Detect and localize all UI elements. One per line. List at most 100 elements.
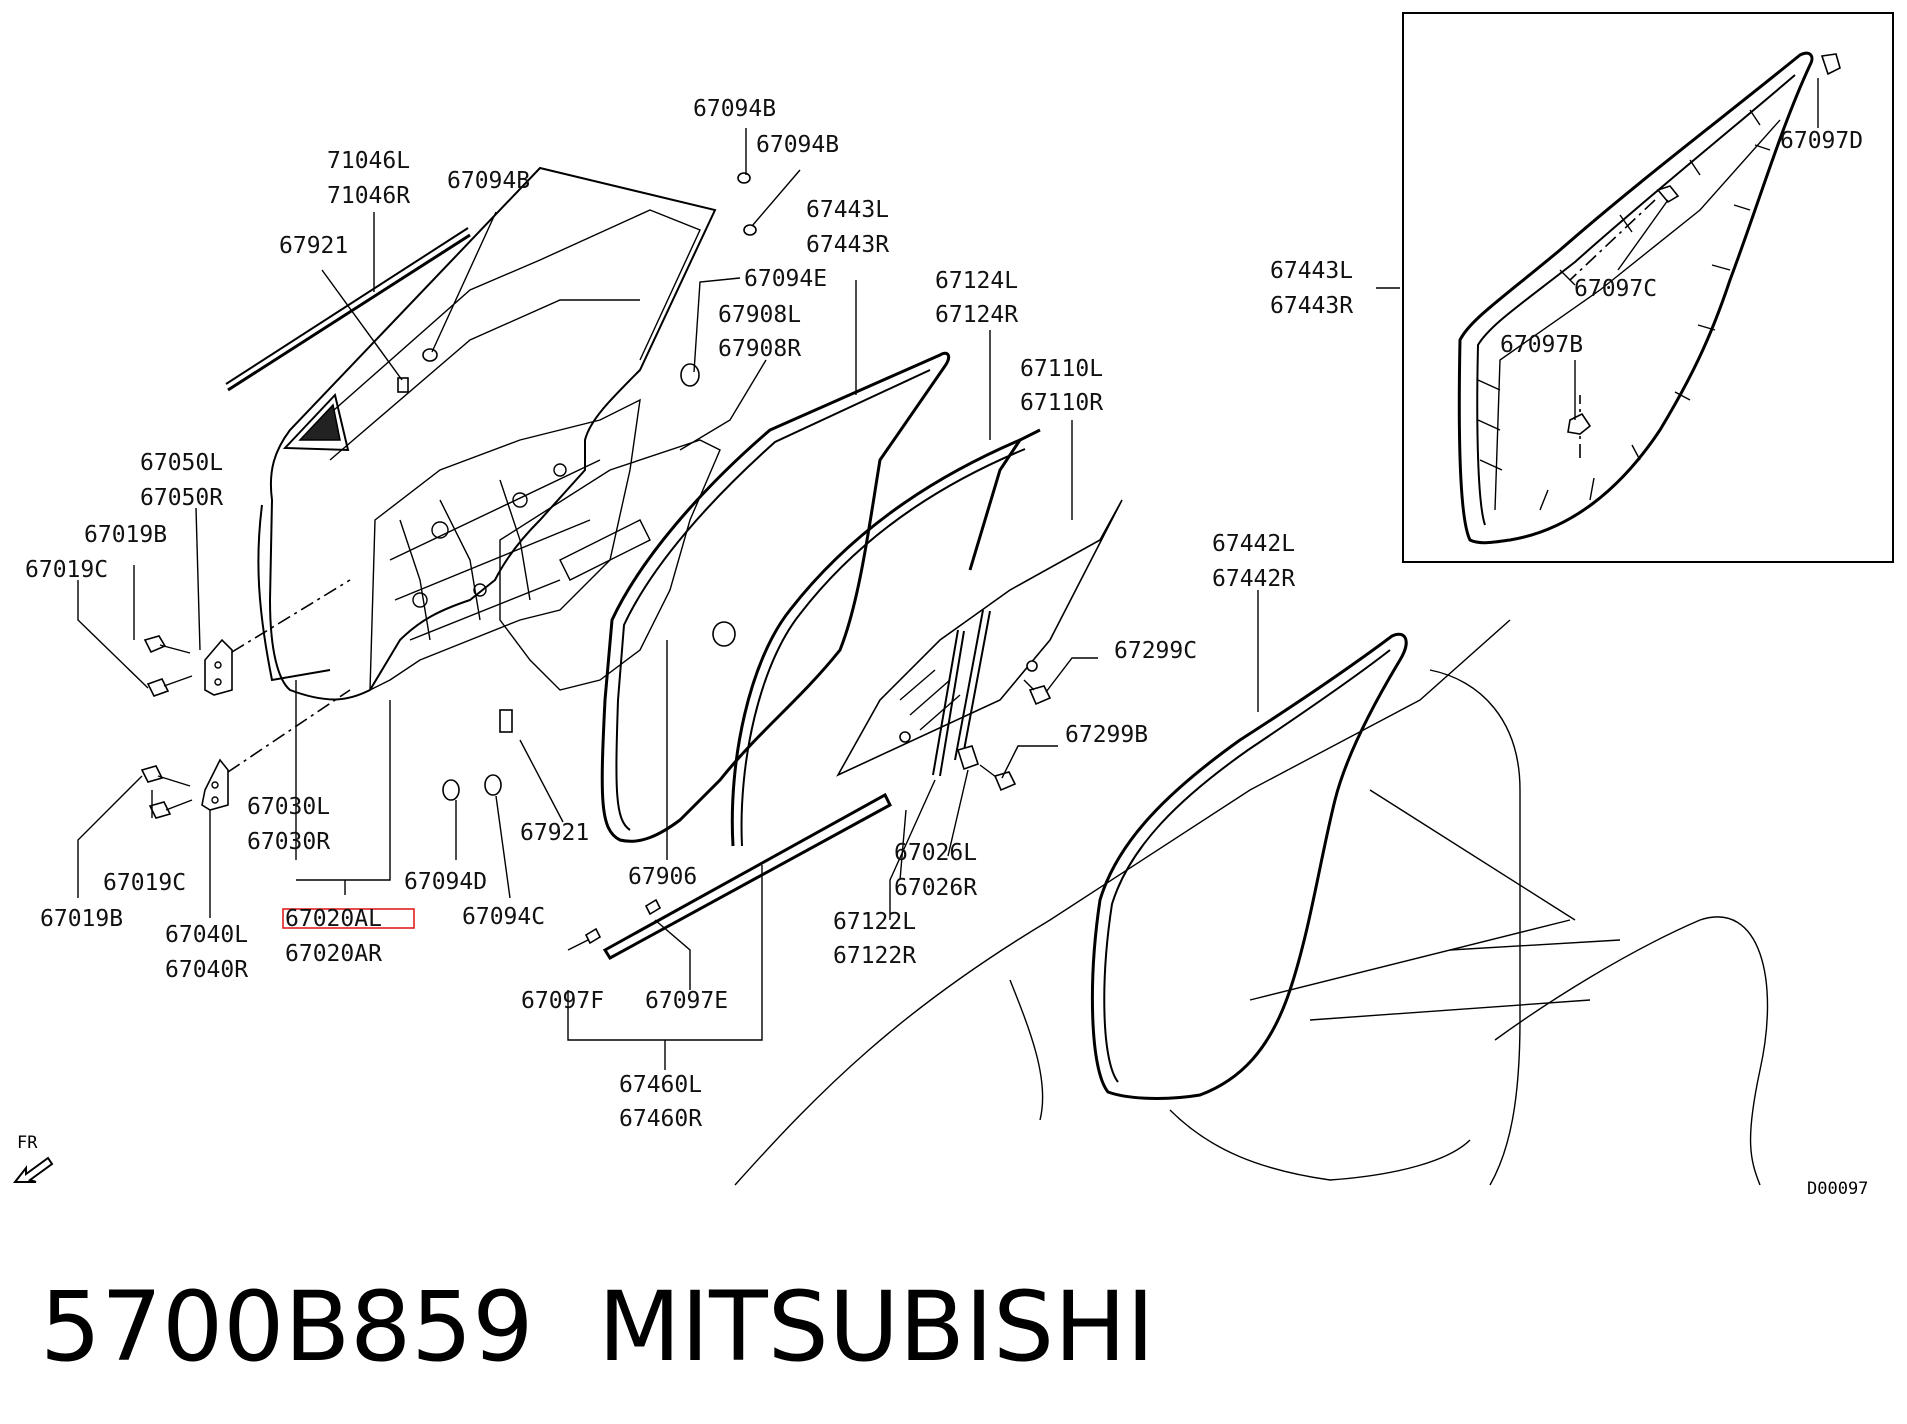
label-67019B-b: 67019B bbox=[40, 906, 123, 932]
clip-67094B-a bbox=[737, 172, 751, 184]
inset-seal-inner-2 bbox=[1494, 119, 1781, 511]
label-67908R: 67908R bbox=[718, 336, 801, 362]
regulator-rail-67122 bbox=[932, 629, 965, 777]
label-67122L: 67122L bbox=[833, 909, 916, 935]
label-67460L: 67460L bbox=[619, 1072, 702, 1098]
label-67124L: 67124L bbox=[935, 268, 1018, 294]
label-67020AL: 67020AL bbox=[285, 906, 382, 932]
channel-67124 bbox=[730, 438, 1021, 847]
inset-clip-67097D bbox=[1820, 53, 1841, 76]
inner-panel-detail-2 bbox=[389, 459, 601, 641]
door-glass-67110 bbox=[836, 499, 1123, 777]
highlight-box-67020AL bbox=[282, 908, 415, 929]
bolt-67019C-lower bbox=[148, 799, 193, 819]
label-67019C-a: 67019C bbox=[25, 557, 108, 583]
hinge-axis-upper bbox=[231, 579, 351, 653]
inset-clip-67097B bbox=[1567, 412, 1592, 435]
label-67030L: 67030L bbox=[247, 794, 330, 820]
inner-panel-detail-1 bbox=[399, 479, 531, 641]
inset-seal-inner bbox=[1476, 74, 1796, 526]
door-skin-edge bbox=[257, 504, 331, 682]
bolt-67019B-upper bbox=[143, 635, 191, 654]
clip-67097F bbox=[584, 927, 602, 945]
pad-67921-top bbox=[397, 377, 409, 393]
body-seal-67442 bbox=[1090, 632, 1408, 1100]
label-67921-b: 67921 bbox=[520, 820, 589, 846]
label-67019B-a: 67019B bbox=[84, 522, 167, 548]
label-67094B-a: 67094B bbox=[693, 96, 776, 122]
belt-molding-71046 bbox=[227, 233, 471, 392]
part-labels: 67094B 67094B 71046L 71046R 67094B 67921… bbox=[25, 96, 1863, 1132]
glass-bolt-hole-1 bbox=[1026, 660, 1038, 672]
label-67442R: 67442R bbox=[1212, 566, 1295, 592]
glass-run-67443-inner bbox=[615, 369, 931, 831]
door-assembly-drawing bbox=[140, 166, 1769, 1186]
clip-67097E bbox=[644, 898, 662, 916]
label-67443R-b: 67443R bbox=[1270, 293, 1353, 319]
panel-hole-4 bbox=[553, 463, 567, 477]
label-67097D: 67097D bbox=[1780, 128, 1863, 154]
window-frame-inner bbox=[299, 209, 701, 441]
rear-channel bbox=[968, 428, 1041, 571]
regulator-bracket bbox=[956, 745, 980, 771]
body-seal-67442-inner bbox=[1103, 649, 1391, 1083]
glass-bolt-hole-2 bbox=[899, 731, 911, 743]
upper-hinge-67050 bbox=[204, 638, 233, 696]
hinge-axis-lower bbox=[227, 689, 351, 773]
bolt-67019B-lower bbox=[140, 765, 191, 787]
front-arrow-icon bbox=[12, 1156, 54, 1183]
clip-67094E bbox=[680, 363, 700, 387]
label-67443L-a: 67443L bbox=[806, 197, 889, 223]
label-67040L: 67040L bbox=[165, 922, 248, 948]
glass-run-67443 bbox=[600, 351, 951, 843]
brand-name: MITSUBISHI bbox=[598, 1271, 1155, 1383]
inset-frame bbox=[1402, 12, 1894, 563]
window-frame-lower bbox=[329, 299, 640, 461]
trim-panel bbox=[499, 439, 721, 691]
label-67094D: 67094D bbox=[404, 869, 487, 895]
label-67443L-b: 67443L bbox=[1270, 258, 1353, 284]
label-67019C-b: 67019C bbox=[103, 870, 186, 896]
label-67020AR: 67020AR bbox=[285, 941, 382, 967]
inner-panel bbox=[369, 398, 641, 692]
label-67097B: 67097B bbox=[1500, 332, 1583, 358]
label-67094C: 67094C bbox=[462, 904, 545, 930]
panel-hole-2 bbox=[512, 492, 528, 508]
label-67097C: 67097C bbox=[1574, 276, 1657, 302]
diagram-code: D00097 bbox=[1807, 1179, 1868, 1199]
clip-67094C bbox=[484, 774, 502, 796]
leader-lines bbox=[77, 78, 1819, 1070]
car-body-outline bbox=[734, 619, 1511, 1186]
clip-67094B-c bbox=[422, 348, 438, 362]
front-direction-label: FR bbox=[17, 1133, 38, 1153]
label-67124R: 67124R bbox=[935, 302, 1018, 328]
label-67908L: 67908L bbox=[718, 302, 801, 328]
bolt-67299B bbox=[979, 764, 1017, 792]
bolt-67019C-upper bbox=[146, 675, 193, 697]
trim-panel-handle bbox=[559, 519, 651, 581]
label-67094B-b: 67094B bbox=[756, 132, 839, 158]
label-67122R: 67122R bbox=[833, 943, 916, 969]
lower-hinge-67040 bbox=[201, 758, 229, 811]
inset-detail-box bbox=[1402, 12, 1894, 563]
label-71046L: 71046L bbox=[327, 148, 410, 174]
car-body-line bbox=[1009, 979, 1471, 1181]
label-67094E: 67094E bbox=[744, 266, 827, 292]
label-67443R-a: 67443R bbox=[806, 232, 889, 258]
label-67110L: 67110L bbox=[1020, 356, 1103, 382]
panel-hole-3 bbox=[473, 583, 487, 597]
car-body-roof bbox=[1429, 669, 1521, 1186]
label-67026L: 67026L bbox=[894, 840, 977, 866]
bolt-67299C bbox=[1023, 679, 1052, 706]
car-body-pillar bbox=[1369, 789, 1769, 1186]
regulator-rail-67026 bbox=[954, 609, 991, 762]
belt-molding-71046-edge bbox=[225, 227, 469, 385]
label-67906: 67906 bbox=[628, 864, 697, 890]
label-67040R: 67040R bbox=[165, 957, 248, 983]
label-67050L: 67050L bbox=[140, 450, 223, 476]
label-67026R: 67026R bbox=[894, 875, 977, 901]
inset-seal-ribs bbox=[1477, 109, 1771, 511]
label-67442L: 67442L bbox=[1212, 531, 1295, 557]
clip-67094B-b bbox=[743, 224, 757, 236]
label-67030R: 67030R bbox=[247, 829, 330, 855]
